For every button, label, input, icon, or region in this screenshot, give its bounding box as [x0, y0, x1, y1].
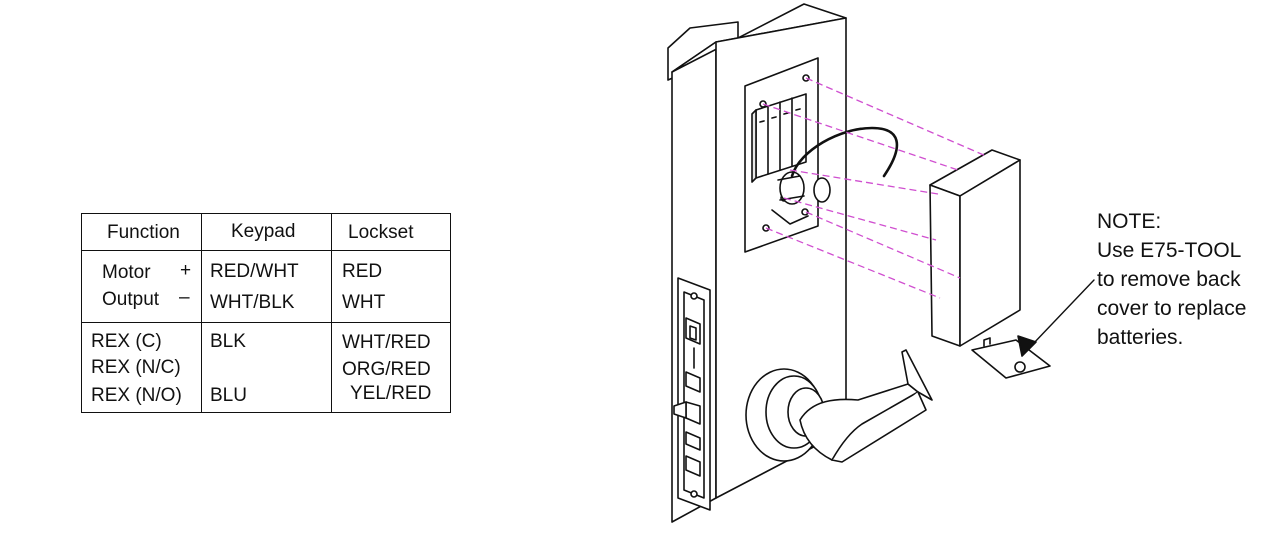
- header-lockset: Lockset: [348, 222, 414, 243]
- rex-c-lockset: WHT/RED: [342, 332, 431, 353]
- note-line: Use E75-TOOL: [1097, 239, 1242, 262]
- header-function: Function: [107, 222, 180, 243]
- note-line: cover to replace: [1097, 297, 1247, 320]
- alignment-guides: [762, 77, 987, 299]
- battery-note: NOTE: Use E75-TOOL to remove back cover …: [1097, 207, 1277, 352]
- rex-no-keypad: BLU: [210, 385, 247, 406]
- motor-plus-sign: +: [180, 260, 192, 281]
- table-divider: [82, 322, 450, 323]
- table-divider: [82, 250, 450, 251]
- motor-lockset-plus: RED: [342, 261, 383, 282]
- output-label: Output: [102, 289, 160, 310]
- spindle-cam: [771, 171, 831, 225]
- rex-nc-label: REX (N/C): [91, 357, 181, 378]
- motor-keypad-plus: RED/WHT: [210, 261, 299, 282]
- note-line: NOTE:: [1097, 210, 1162, 233]
- motor-keypad-minus: WHT/BLK: [210, 292, 295, 313]
- motor-label: Motor: [102, 262, 151, 283]
- rex-no-lockset: YEL/RED: [350, 383, 432, 404]
- note-arrow-icon: [1017, 279, 1095, 357]
- note-line: batteries.: [1097, 326, 1184, 349]
- lever-handle: [799, 349, 933, 463]
- latch-faceplate: [673, 277, 711, 511]
- table-divider: [201, 214, 202, 412]
- rex-no-label: REX (N/O): [91, 385, 182, 406]
- rex-c-keypad: BLK: [210, 331, 246, 352]
- wiring-table: Function Keypad Lockset Motor + Output –…: [81, 213, 451, 413]
- note-line: to remove back: [1097, 268, 1241, 291]
- motor-lockset-minus: WHT: [342, 292, 386, 313]
- rex-nc-lockset: ORG/RED: [342, 359, 431, 380]
- wire: [790, 126, 899, 178]
- back-cover: [929, 149, 1021, 347]
- rex-c-label: REX (C): [91, 331, 162, 352]
- header-keypad: Keypad: [231, 221, 296, 242]
- battery-stack: [751, 93, 807, 183]
- e75-tool: [971, 337, 1051, 379]
- lever-rose: [745, 368, 825, 462]
- table-divider: [331, 214, 332, 412]
- motor-minus-sign: –: [179, 287, 190, 308]
